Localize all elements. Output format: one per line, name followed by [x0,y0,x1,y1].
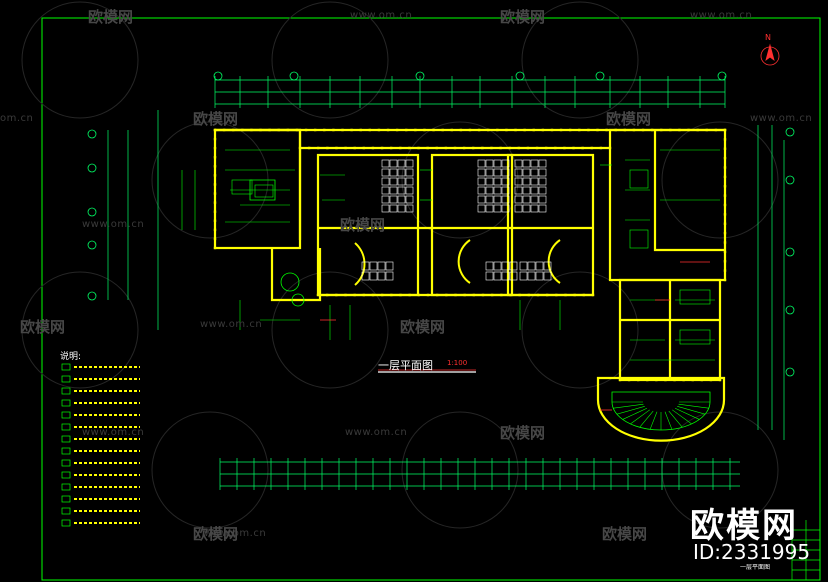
drawing-frame [41,17,821,581]
watermark-brand: 欧模网 [606,110,652,128]
north-arrow-icon [760,43,780,66]
watermark-url: www.om.cn [350,10,413,21]
title-block [791,520,820,580]
drawing-scale: 1:100 [447,359,468,367]
watermark-brand: 欧模网 [88,8,134,26]
brand-logo-text: 欧模网 [690,506,798,546]
watermark-brand: 欧模网 [193,110,239,128]
semicircular-hall [596,376,726,442]
watermark-circles [21,1,779,529]
top-dimensions [215,79,725,105]
watermark-url: www.om.cn [200,319,263,330]
watermark-url: www.om.cn [345,427,408,438]
watermark-brand: 欧模网 [602,525,648,543]
desk-grids [361,159,552,281]
brand-id: ID:2331995 [693,540,811,564]
watermark-url: om.cn [0,113,34,124]
bottom-dimensions [220,461,740,487]
watermark-url: www.om.cn [750,113,813,124]
watermark-brand: 欧模网 [340,216,386,234]
watermark-brand: 欧模网 [20,318,66,336]
walls [213,128,727,382]
watermark-url: www.om.cn [82,219,145,230]
watermark-brand: 欧模网 [500,424,546,442]
title-block-label: 一层平面图 [740,564,771,571]
interior-details [181,149,720,361]
axis-bubbles-top [213,71,727,81]
drawing-title: 一层平面图 [378,359,433,372]
watermark-url: www.om.cn [690,10,753,21]
watermark-brand: 欧模网 [193,525,239,543]
left-dimensions [107,110,159,330]
notes-title: 说明: [60,352,82,362]
watermark-url: www.om.cn [82,427,145,438]
watermark-brand: 欧模网 [400,318,446,336]
north-label: N [765,33,771,42]
watermark-brand: 欧模网 [500,8,546,26]
right-dimensions [757,125,785,440]
notes-legend [61,363,140,527]
watermark-url: www.om.cn [204,528,267,539]
curved-platforms [354,239,561,286]
red-marks [320,261,710,411]
